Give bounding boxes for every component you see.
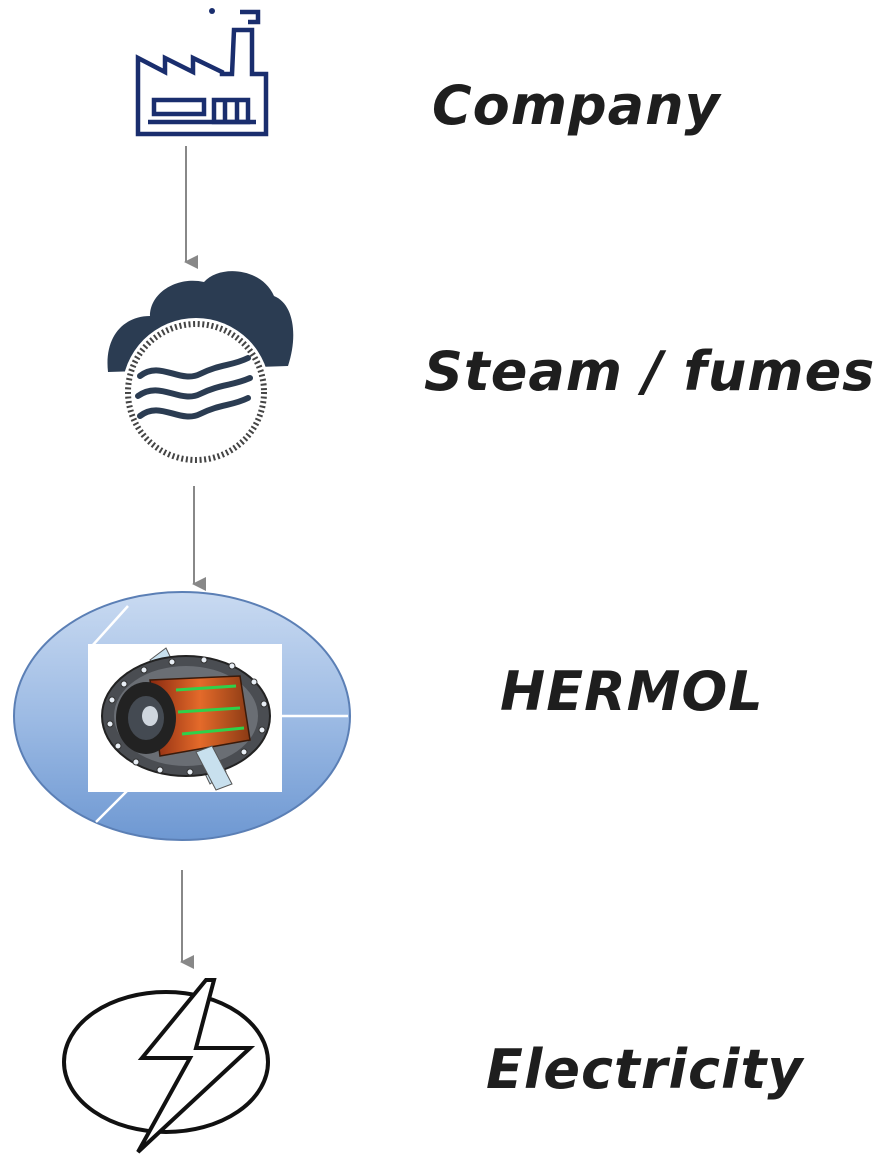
electricity-label: Electricity xyxy=(486,1038,804,1101)
factory-icon xyxy=(135,9,269,137)
hermol-engine-icon xyxy=(13,591,351,841)
smoke-dot-icon xyxy=(209,8,215,14)
steam-cloud-icon xyxy=(107,271,294,466)
hermol-label: HERMOL xyxy=(500,660,764,723)
lightning-bolt-icon xyxy=(62,978,270,1154)
steam-label: Steam / fumes xyxy=(424,340,876,403)
company-label: Company xyxy=(432,74,721,137)
